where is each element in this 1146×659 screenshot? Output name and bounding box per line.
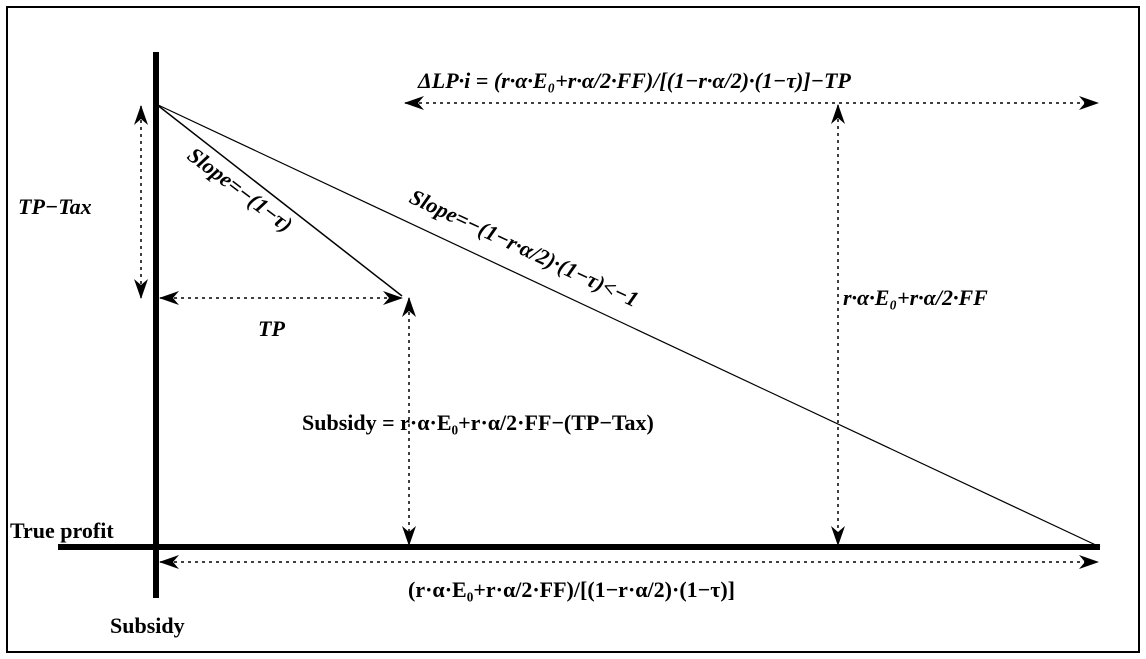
bottom-width-label: (r·α·E₀+r·α/2·FF)/[(1−r·α/2)·(1−τ)] (408, 577, 735, 602)
true-profit-label: True profit (10, 518, 114, 543)
vertical-height-label: r·α·E₀+r·α/2·FF (843, 285, 988, 310)
shallow-slope-label: Slope=−(1−r·α/2)·(1−τ)<−1 (406, 184, 643, 312)
frame-border (6, 6, 1140, 653)
subsidy-equation: Subsidy = r·α·E₀+r·α/2·FF−(TP−Tax) (302, 410, 654, 435)
shallow-slope-line (155, 103, 1101, 548)
steep-slope-line (155, 103, 403, 297)
tp-minus-tax-label: TP−Tax (18, 194, 92, 219)
delta-lp-equation: ΔLP·i = (r·α·E₀+r·α/2·FF)/[(1−r·α/2)·(1−… (417, 68, 851, 93)
steep-slope-label: Slope=−(1−τ) (183, 142, 298, 237)
subsidy-axis-label: Subsidy (110, 613, 185, 638)
tp-label: TP (258, 316, 285, 341)
